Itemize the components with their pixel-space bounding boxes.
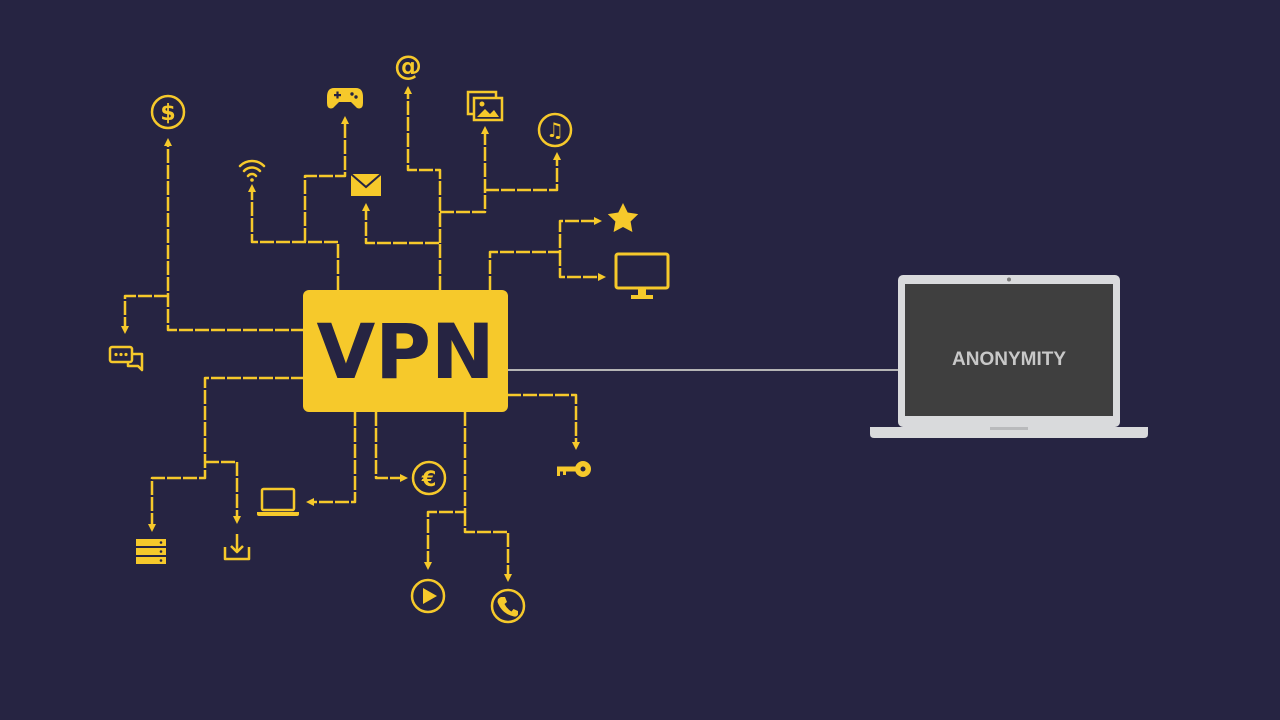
line-wifi: [248, 184, 340, 290]
key-icon: [557, 461, 591, 477]
line-mail: [362, 203, 442, 290]
line-laptop: [306, 412, 357, 506]
gamepad-icon: [327, 88, 363, 109]
line-at: [404, 86, 442, 243]
line-monitor: [558, 252, 606, 281]
svg-text:@: @: [394, 49, 422, 82]
laptop-screen-text: ANONYMITY: [952, 349, 1066, 370]
line-chat: [121, 294, 168, 334]
dollar-icon: $: [150, 94, 186, 130]
server-icon: [136, 539, 166, 564]
laptop-screen: [905, 284, 1113, 416]
play-icon: [410, 578, 446, 614]
connection-lines: [121, 86, 606, 582]
line-star: [488, 217, 602, 290]
mail-icon: [350, 173, 382, 196]
line-dollar: [164, 138, 305, 332]
line-download: [205, 460, 241, 524]
laptop-camera: [1007, 277, 1011, 282]
svg-text:$: $: [160, 101, 175, 126]
vpn-box: VPN: [303, 290, 508, 412]
line-server: [148, 376, 305, 532]
chat-icon: [108, 345, 144, 372]
phone-icon: [490, 588, 526, 624]
line-play: [424, 412, 467, 570]
music-icon: ♫: [537, 112, 573, 148]
laptop-base: [870, 427, 1148, 438]
laptop-notch: [990, 427, 1028, 430]
at-sign-icon: @: [394, 49, 422, 82]
photos-icon: [466, 90, 504, 122]
vpn-label: VPN: [316, 307, 494, 396]
euro-icon: €: [411, 460, 447, 496]
line-euro: [374, 412, 408, 482]
line-phone: [463, 512, 512, 582]
line-photos: [440, 126, 489, 214]
laptop-anonymity: ANONYMITY: [870, 275, 1148, 438]
download-icon: [223, 534, 251, 561]
svg-text:€: €: [421, 467, 437, 491]
svg-text:♫: ♫: [546, 118, 564, 142]
laptop-icon: [257, 487, 299, 516]
line-music: [485, 152, 561, 192]
wifi-icon: [238, 159, 266, 182]
line-gamepad: [303, 116, 349, 242]
line-key: [507, 393, 580, 450]
monitor-icon: [614, 252, 670, 299]
star-icon: [607, 203, 639, 232]
